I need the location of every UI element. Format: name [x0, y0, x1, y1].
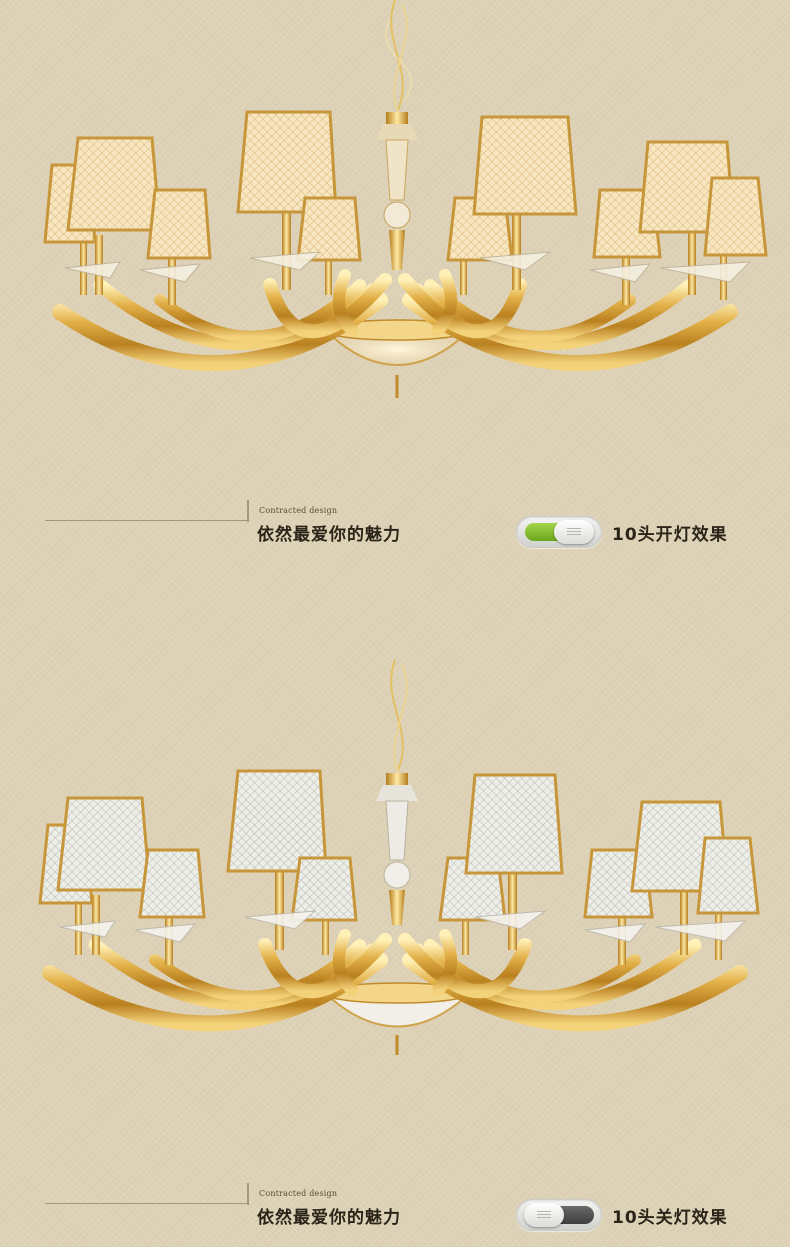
section-headline: 依然最爱你的魅力	[257, 525, 401, 545]
caption-lights-off: Contracted design 依然最爱你的魅力 10头关灯效果	[0, 1175, 790, 1235]
section-lights-off: Contracted design 依然最爱你的魅力 10头关灯效果	[0, 625, 790, 1247]
toggle-switch-off[interactable]	[516, 1199, 602, 1231]
divider-line	[45, 1203, 248, 1204]
toggle-switch-icon	[524, 1203, 564, 1227]
divider-line	[45, 520, 248, 521]
section-lights-on: Contracted design 依然最爱你的魅力 10头开灯效果	[0, 0, 790, 552]
chandelier-lights-on-image	[43, 0, 768, 398]
toggle-switch-icon	[554, 520, 594, 544]
divider-tick	[247, 500, 249, 522]
divider-tick	[247, 1183, 249, 1205]
toggle-label-off: 10头关灯效果	[612, 1208, 728, 1228]
section-label-en: Contracted design	[259, 1189, 338, 1198]
section-headline: 依然最爱你的魅力	[257, 1208, 401, 1228]
toggle-label-on: 10头开灯效果	[612, 525, 728, 545]
toggle-switch-on[interactable]	[516, 516, 602, 548]
section-label-en: Contracted design	[259, 506, 338, 515]
chandelier-lights-off-image	[38, 659, 760, 1055]
caption-lights-on: Contracted design 依然最爱你的魅力 10头开灯效果	[0, 492, 790, 552]
